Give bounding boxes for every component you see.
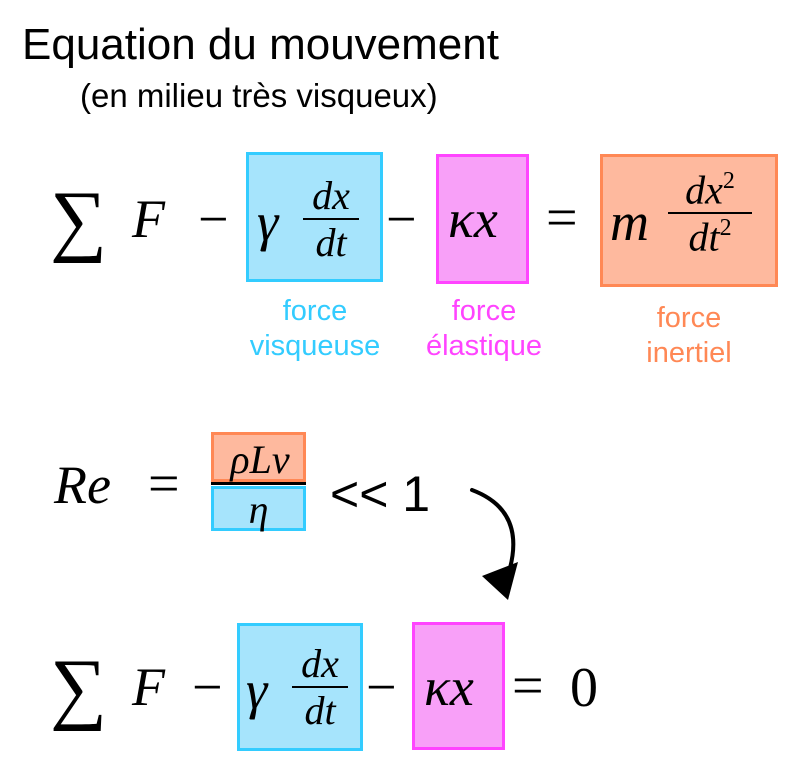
eq2-denominator: dt	[304, 688, 336, 733]
arrow-shaft	[470, 488, 516, 570]
eq2-zero: 0	[570, 657, 598, 719]
fraction-bar	[303, 218, 359, 220]
viscous-force-box	[246, 152, 383, 282]
eq2-gamma: γ	[246, 660, 268, 720]
eq1-kappa-x: κx	[448, 189, 498, 249]
denominator-exponent: 2	[719, 215, 732, 242]
subtitle: (en milieu très visqueux)	[80, 77, 438, 114]
numerator-exponent: 2	[722, 167, 735, 194]
inertial-force-label: force inertiel	[609, 301, 769, 371]
eq2-kappa-x: κx	[424, 657, 474, 717]
elastic-force-label: force élastique	[404, 294, 564, 364]
curved-arrow-icon	[470, 488, 518, 600]
title: Equation du mouvement	[22, 20, 499, 69]
reynolds-comparison: << 1	[330, 466, 431, 522]
eq1-numerator: dx	[312, 173, 350, 218]
eq2-equals: =	[512, 655, 544, 717]
numerator-base: dx	[685, 167, 723, 213]
reynolds-denominator: η	[248, 487, 269, 532]
reynolds-equals: =	[148, 453, 180, 515]
eq2-sum: ∑	[50, 644, 108, 732]
fraction-bar	[292, 686, 348, 688]
arrow-head	[482, 562, 518, 600]
elastic-label-line-2: élastique	[425, 330, 543, 362]
fraction-bar	[668, 212, 752, 215]
reynolds-fraction-bar	[211, 482, 306, 485]
eq1-denominator-2: dt2	[688, 214, 732, 260]
eq1-gamma: γ	[257, 192, 279, 252]
eq1-equals: =	[546, 187, 578, 249]
eq2-minus-2: −	[366, 657, 397, 717]
eq1-fraction-d2xdt2: dx2 dt2	[668, 167, 752, 260]
eq1-denominator: dt	[315, 220, 347, 265]
eq2-force: F	[132, 657, 165, 717]
elastic-label-line-1: force	[451, 295, 517, 327]
eq2-minus-1: −	[192, 657, 223, 717]
eq2-fraction-dxdt: dx dt	[292, 644, 348, 731]
inertial-label-line-2: inertiel	[646, 337, 732, 369]
reynolds-numerator-box	[211, 432, 306, 482]
viscous-label-line-1: force	[282, 295, 348, 327]
eq1-minus-2: −	[386, 189, 417, 249]
elastic-force-box-2	[412, 622, 505, 750]
denominator-base: dt	[688, 214, 720, 260]
inertial-label-line-1: force	[656, 302, 722, 334]
eq1-numerator-2: dx2	[685, 167, 735, 213]
inertial-force-box	[600, 154, 778, 287]
elastic-force-box	[436, 154, 529, 284]
viscous-label-line-2: visqueuse	[249, 330, 381, 362]
reynolds-numerator: ρLv	[230, 437, 290, 482]
eq1-force: F	[132, 189, 165, 249]
eq2-numerator: dx	[301, 641, 339, 686]
eq1-minus-1: −	[198, 189, 229, 249]
eq1-mass: m	[610, 192, 649, 252]
reynolds-symbol: Re	[54, 455, 111, 515]
viscous-force-label: force visqueuse	[225, 294, 405, 364]
eq1-sum: ∑	[50, 176, 108, 264]
eq1-fraction-dxdt: dx dt	[303, 176, 359, 263]
reynolds-denominator-box	[211, 486, 306, 531]
